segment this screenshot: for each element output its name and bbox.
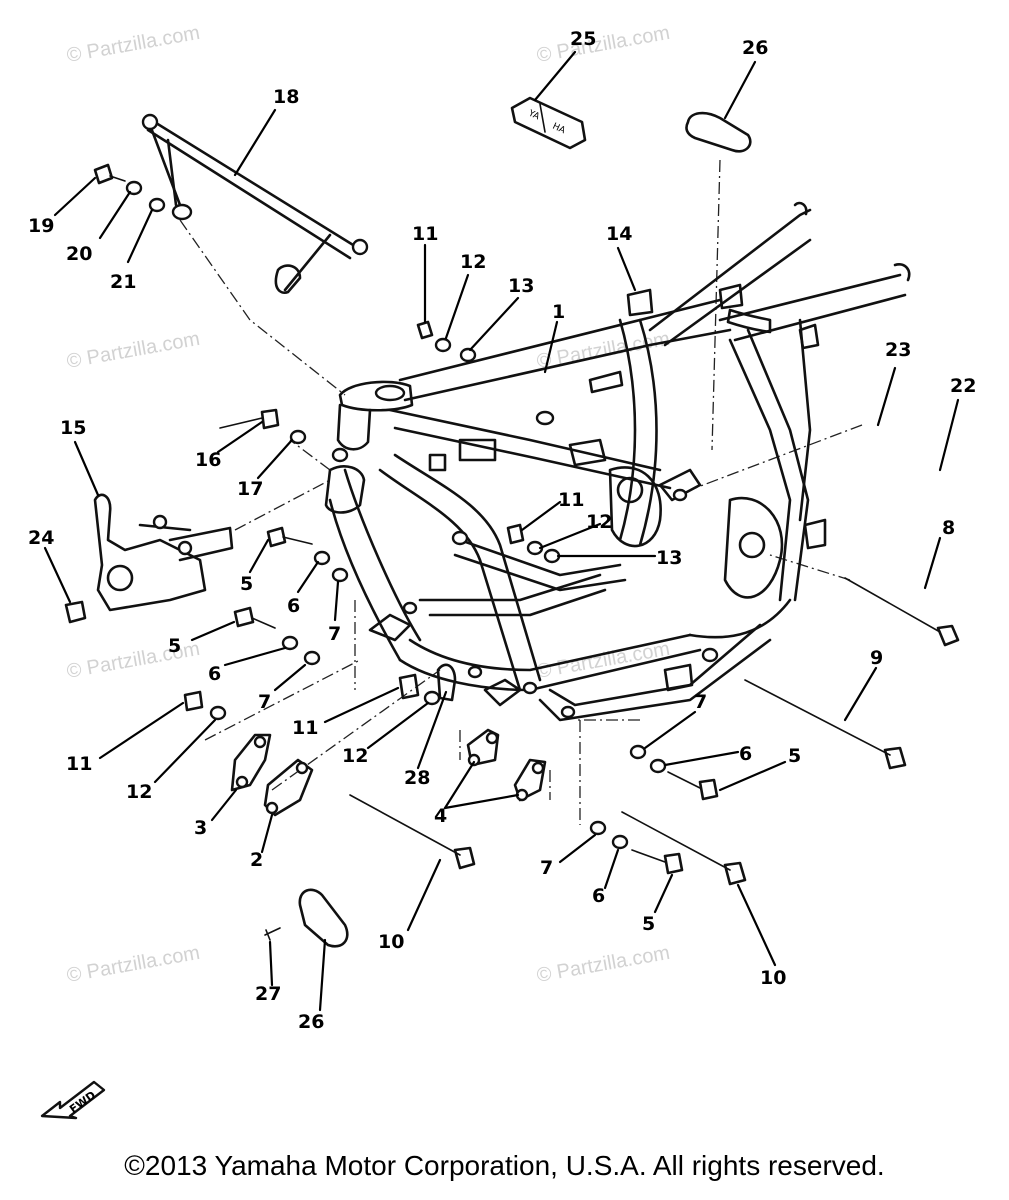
- callout-6-d: 6: [592, 885, 605, 907]
- callout-21: 21: [110, 271, 136, 293]
- callout-12-b: 12: [342, 745, 368, 767]
- callout-26-bottom: 26: [298, 1011, 324, 1033]
- part-18-crash-bar: [141, 113, 369, 294]
- part-4-plates: [466, 728, 547, 802]
- callout-6-b: 6: [208, 663, 221, 685]
- callout-24: 24: [28, 527, 54, 549]
- part-15-steering-bracket: [93, 493, 234, 612]
- part-28-bracket: [436, 663, 457, 702]
- copyright-notice: ©2013 Yamaha Motor Corporation, U.S.A. A…: [124, 1150, 885, 1181]
- callout-19: 19: [28, 215, 54, 237]
- leader-lines: [43, 50, 960, 1012]
- part-2-plate: [263, 758, 314, 817]
- part-25-tag: YA HA: [510, 96, 587, 150]
- callout-14: 14: [606, 223, 632, 245]
- part-26-cap-bottom: [298, 888, 349, 948]
- parts-5-7-right-lower: [589, 820, 684, 875]
- parts-16-17-bolt: [219, 408, 307, 445]
- callout-26-top: 26: [742, 37, 768, 59]
- callout-25: 25: [570, 28, 596, 50]
- watermark: © Partzilla.com: [535, 942, 672, 987]
- watermark: © Partzilla.com: [65, 328, 202, 373]
- callout-4: 4: [434, 805, 447, 827]
- parts-5-7-left-upper: [266, 526, 349, 583]
- parts-5-7-right-upper: [629, 744, 719, 801]
- part-3-plate: [230, 733, 272, 792]
- callout-27: 27: [255, 983, 281, 1005]
- callout-7-b: 7: [258, 691, 271, 713]
- fwd-arrow-icon: FWD: [40, 1080, 106, 1120]
- watermark: © Partzilla.com: [65, 22, 202, 67]
- callout-20: 20: [66, 243, 92, 265]
- callout-2: 2: [250, 849, 263, 871]
- callout-11-c: 11: [66, 753, 92, 775]
- part-8-long-bolt: [844, 577, 960, 647]
- callout-13-a: 13: [508, 275, 534, 297]
- callout-numbers: 18 19 20 21 25 26 11 12 13 1 14 23 22 15…: [28, 28, 976, 1033]
- callout-28: 28: [404, 767, 430, 789]
- callout-7-d: 7: [540, 857, 553, 879]
- fwd-arrow: FWD: [38, 1076, 110, 1133]
- main-frame: [324, 201, 911, 722]
- parts-11-13-upper: [416, 320, 477, 363]
- parts-19-21-fasteners: [93, 163, 166, 213]
- callout-15: 15: [60, 417, 86, 439]
- callout-9: 9: [870, 647, 883, 669]
- part-27-screw: [264, 927, 281, 941]
- callout-11-d: 11: [558, 489, 584, 511]
- callout-11-b: 11: [292, 717, 318, 739]
- callout-12-d: 12: [586, 511, 612, 533]
- callout-11-a: 11: [412, 223, 438, 245]
- part-26-cap-top: [685, 111, 752, 153]
- callout-3: 3: [194, 817, 207, 839]
- watermark: © Partzilla.com: [535, 22, 672, 67]
- callout-5-b: 5: [168, 635, 181, 657]
- parts-5-7-left-lower: [233, 606, 321, 666]
- callout-12-c: 12: [126, 781, 152, 803]
- callout-7-c: 7: [694, 691, 707, 713]
- part-10-long-bolt-right: [621, 811, 747, 886]
- callout-22: 22: [950, 375, 976, 397]
- callout-8: 8: [942, 517, 955, 539]
- tag-label-ha: HA: [551, 122, 568, 137]
- assembly-guide-lines: [179, 159, 863, 825]
- callout-5-a: 5: [240, 573, 253, 595]
- callout-10-b: 10: [760, 967, 786, 989]
- part-9-long-bolt: [744, 679, 907, 770]
- callout-1: 1: [552, 301, 565, 323]
- part-24-nut: [64, 600, 87, 624]
- callout-17: 17: [237, 478, 263, 500]
- callout-10-a: 10: [378, 931, 404, 953]
- parts-11-12-lower-left: [183, 673, 441, 721]
- part-14-bracket: [588, 288, 654, 394]
- watermark: © Partzilla.com: [65, 942, 202, 987]
- callout-18: 18: [273, 86, 299, 108]
- callout-5-d: 5: [642, 913, 655, 935]
- callout-6-c: 6: [739, 743, 752, 765]
- callout-5-c: 5: [788, 745, 801, 767]
- tag-label-ya: YA: [526, 108, 542, 122]
- callout-12-a: 12: [460, 251, 486, 273]
- callout-16: 16: [195, 449, 221, 471]
- callout-23: 23: [885, 339, 911, 361]
- callout-6-a: 6: [287, 595, 300, 617]
- callout-13-b: 13: [656, 547, 682, 569]
- callout-7-a: 7: [328, 623, 341, 645]
- part-10-long-bolt-left: [349, 794, 476, 870]
